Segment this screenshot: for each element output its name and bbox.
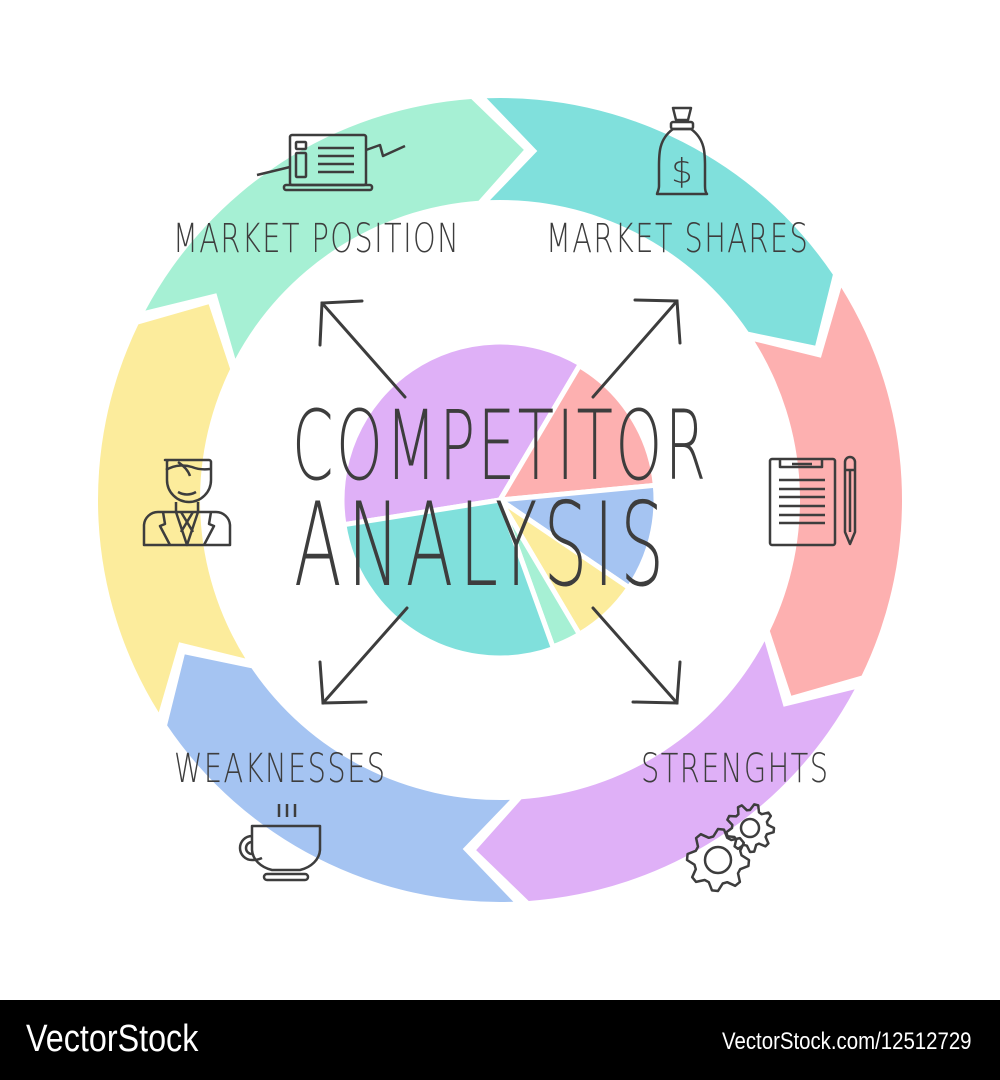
money-bag-icon: $ bbox=[655, 106, 709, 196]
pie-slice bbox=[339, 339, 583, 528]
title-line-2: ANALYSIS bbox=[294, 478, 671, 613]
cycle-ring bbox=[98, 98, 902, 902]
clipboard-pencil-icon bbox=[768, 455, 857, 547]
arrow-down-right-icon bbox=[591, 606, 682, 705]
arrow-down-left-icon bbox=[318, 606, 409, 705]
arrow-up-left-icon bbox=[318, 299, 407, 399]
footer-bar: VectorStock VectorStock.com/12512729 bbox=[0, 1000, 1000, 1080]
label-market-shares: MARKET SHARES bbox=[546, 216, 810, 262]
direction-arrows bbox=[318, 298, 682, 705]
arrow-up-right-icon bbox=[591, 298, 682, 399]
ring-segment bbox=[476, 641, 855, 901]
businessman-icon bbox=[142, 458, 232, 547]
title-line-1: COMPETITOR bbox=[292, 390, 709, 502]
pie-slice bbox=[497, 482, 659, 591]
label-weaknesses: WEAKNESSES bbox=[174, 746, 387, 792]
label-strenghts: STRENGHTS bbox=[641, 746, 830, 792]
pie-slice bbox=[497, 363, 658, 503]
svg-text:$: $ bbox=[671, 152, 693, 192]
label-market-position: MARKET POSITION bbox=[173, 216, 461, 262]
ring-segment bbox=[98, 304, 246, 713]
footer-brand[interactable]: VectorStock bbox=[26, 1018, 199, 1060]
diagram-canvas: $ bbox=[98, 98, 902, 902]
gears-icon bbox=[685, 803, 776, 893]
ring-segment bbox=[486, 98, 833, 346]
ring-segment bbox=[167, 654, 514, 902]
footer-url[interactable]: VectorStock.com/12512729 bbox=[722, 1028, 972, 1055]
pie-chart bbox=[339, 339, 659, 661]
ring-segment bbox=[145, 99, 524, 359]
laptop-chart-icon bbox=[256, 133, 406, 192]
coffee-cup-icon bbox=[238, 804, 322, 882]
ring-segment bbox=[754, 287, 902, 696]
